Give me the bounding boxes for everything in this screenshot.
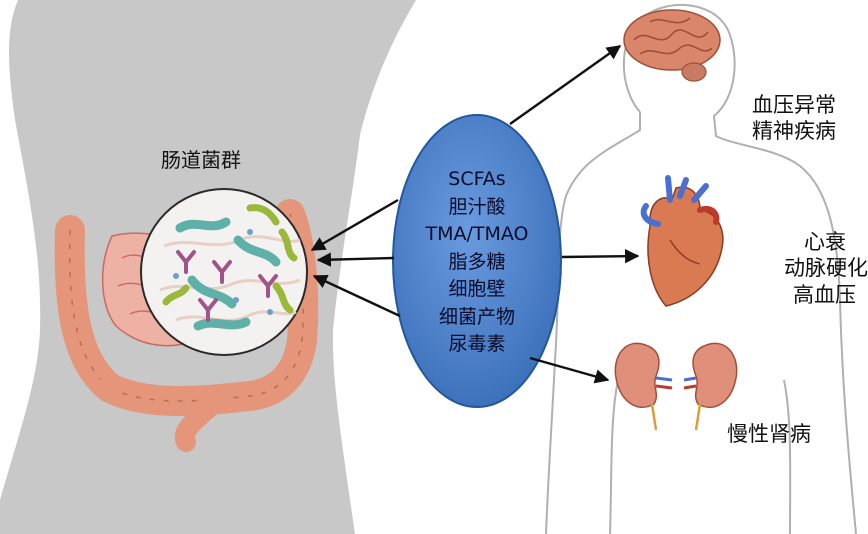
mediator-item: TMA/TMAO [392, 221, 562, 249]
heart-outcome-labels: 心衰 动脉硬化 高血压 [768, 229, 868, 308]
microbiota-circle [141, 189, 307, 355]
mediator-list: SCFAs 胆汁酸 TMA/TMAO 脂多糖 细胞壁 细菌产物 尿毒素 [392, 166, 562, 359]
mediator-item: 尿毒素 [392, 331, 562, 359]
brain-outcome: 血压异常 [752, 92, 836, 118]
brain-outcome: 精神疾病 [752, 118, 836, 144]
arrow-ellipse-to-kidney [530, 358, 608, 380]
arrow-ellipse-to-heart [562, 256, 638, 257]
gut-microbiota-label: 肠道菌群 [161, 148, 241, 173]
kidney-outcome-labels: 慢性肾病 [727, 421, 811, 447]
brain-outcome-labels: 血压异常 精神疾病 [752, 92, 836, 145]
mediator-item: 胆汁酸 [392, 194, 562, 222]
heart-outcome: 心衰 [768, 229, 868, 255]
brain-organ [624, 10, 720, 81]
heart-outcome: 动脉硬化 [768, 255, 868, 281]
mediator-item: 脂多糖 [392, 249, 562, 277]
kidneys-organ [615, 343, 736, 430]
heart-outcome: 高血压 [768, 282, 868, 308]
mediator-item: SCFAs [392, 166, 562, 194]
mediator-item: 细菌产物 [392, 304, 562, 332]
mediator-item: 细胞壁 [392, 276, 562, 304]
kidney-outcome: 慢性肾病 [727, 421, 811, 447]
heart-organ [644, 178, 723, 306]
arrow-ellipse-to-brain [510, 46, 620, 124]
